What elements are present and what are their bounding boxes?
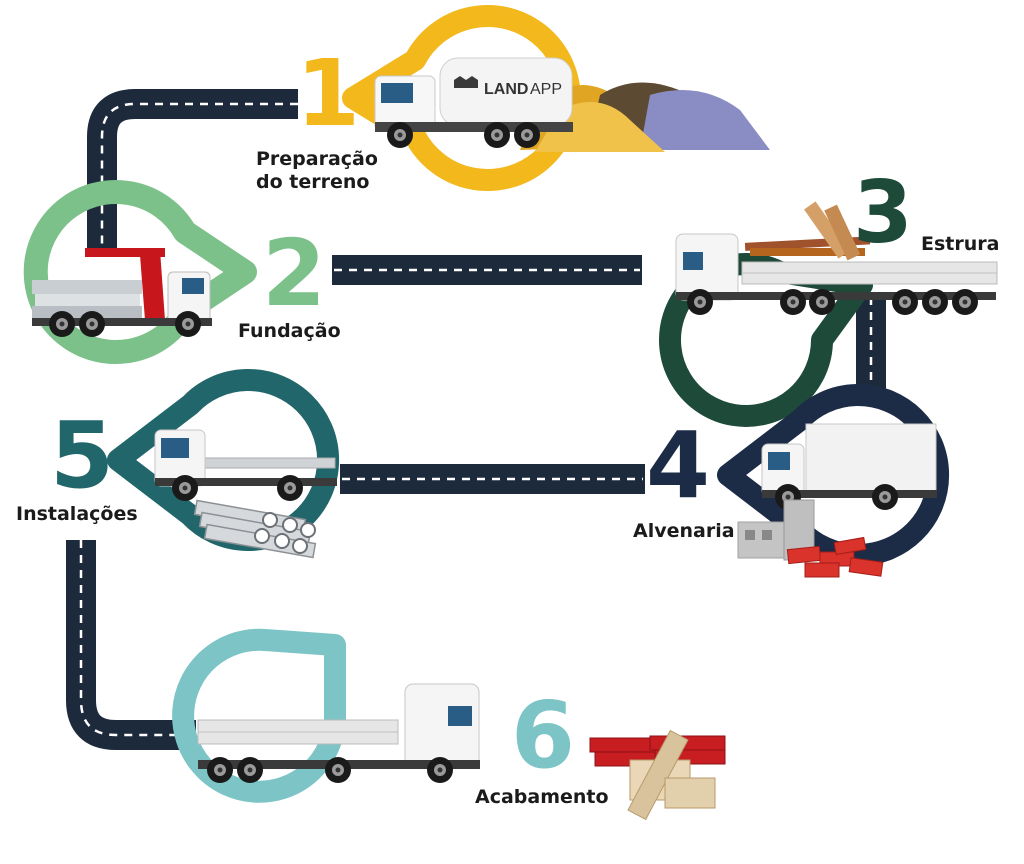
svg-text:APP: APP: [530, 81, 562, 98]
stage-1-label-line2: do terreno: [256, 171, 370, 193]
stage-2-label: Fundação: [238, 320, 341, 342]
svg-text:LAND: LAND: [484, 81, 528, 98]
stage-6-label: Acabamento: [475, 786, 609, 808]
semi-truck-lumber-icon: [675, 201, 998, 315]
stage-2-pin: [23, 180, 257, 364]
stage-6-number: 6: [511, 682, 576, 789]
flatbed-truck-pipes-icon: [154, 429, 337, 559]
stage-5-label: Instalações: [16, 503, 138, 525]
stage-1-number: 1: [296, 40, 361, 147]
semi-truck-finishing-icon: [197, 683, 726, 821]
stage-4-number: 4: [646, 412, 711, 519]
stage-3-number: 3: [853, 163, 913, 263]
stage-1-label: Preparação do terreno: [256, 148, 378, 194]
stage-1-label-line1: Preparação: [256, 148, 378, 170]
stage-4-label: Alvenaria: [633, 520, 735, 542]
box-truck-icon: [737, 423, 937, 578]
road-path: [66, 89, 886, 750]
stage-2-number: 2: [262, 220, 327, 327]
crane-truck-icon: [32, 248, 212, 337]
stage-5-number: 5: [50, 402, 115, 509]
stage-3-label: Estrura: [921, 233, 1000, 255]
tanker-truck-icon: LAND APP: [374, 57, 770, 152]
